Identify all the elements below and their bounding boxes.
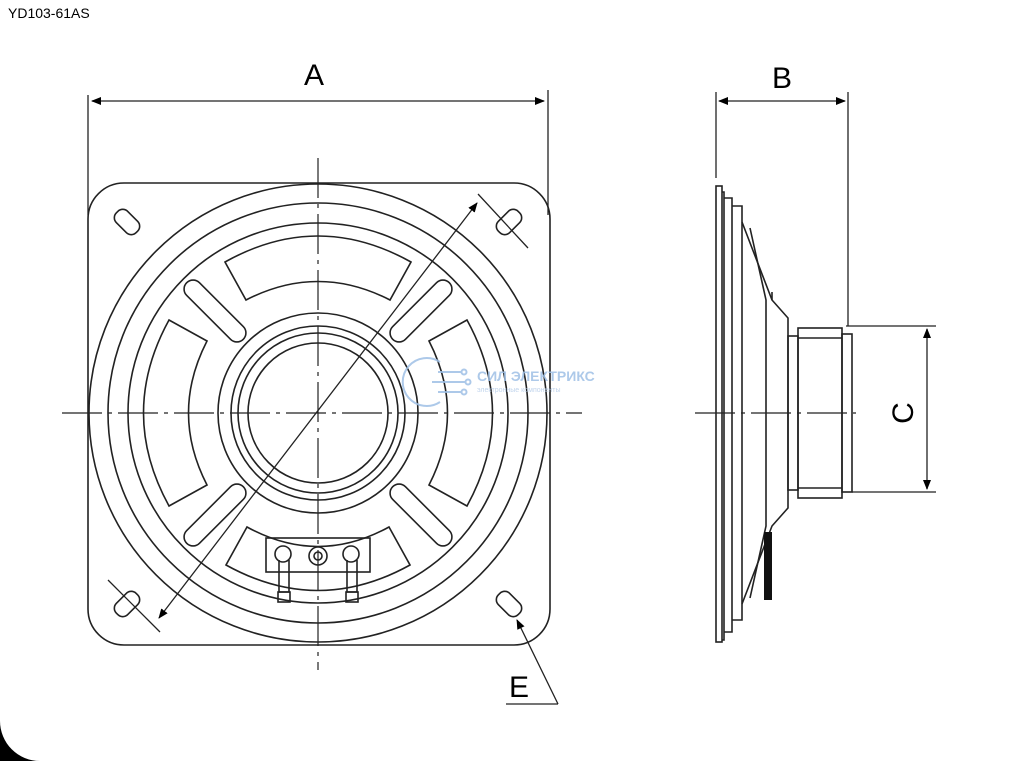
dimension-a xyxy=(87,90,549,215)
label-a: A xyxy=(304,59,324,92)
side-view xyxy=(715,185,853,643)
front-view xyxy=(87,182,551,646)
speaker-frame xyxy=(87,182,551,646)
mounting-slot xyxy=(113,208,141,236)
label-b: B xyxy=(772,62,792,95)
watermark-name: СИЛ ЭЛЕКТРИКС xyxy=(477,368,595,384)
side-gasket xyxy=(722,191,725,641)
vent-slot xyxy=(183,483,247,547)
watermark-logo-icon xyxy=(401,357,472,407)
dimension-bolt-diagonal xyxy=(107,193,529,633)
mounting-slot xyxy=(113,590,141,618)
dimension-e xyxy=(506,619,559,705)
watermark: СИЛ ЭЛЕКТРИКС электронные компоненты xyxy=(401,357,595,407)
dimension-b xyxy=(715,92,849,326)
model-number: YD103-61AS xyxy=(8,5,90,21)
label-c: C xyxy=(887,402,920,424)
terminal-lug xyxy=(342,545,360,563)
diagonal-dimension-line xyxy=(158,202,478,619)
diagonal-extension xyxy=(107,579,161,633)
vent-slot xyxy=(389,483,453,547)
diagonal-extension xyxy=(477,193,529,249)
side-frame-edge xyxy=(724,197,733,633)
side-flange xyxy=(715,185,723,643)
side-terminal xyxy=(764,532,772,600)
leader-e xyxy=(516,619,559,705)
mounting-slot xyxy=(495,590,523,618)
label-e: E xyxy=(509,671,529,704)
watermark-tagline: электронные компоненты xyxy=(477,387,561,394)
mounting-slot xyxy=(495,208,523,236)
dimension-c xyxy=(846,325,936,493)
terminal-lug xyxy=(274,545,292,563)
mounting-slots xyxy=(113,208,523,618)
